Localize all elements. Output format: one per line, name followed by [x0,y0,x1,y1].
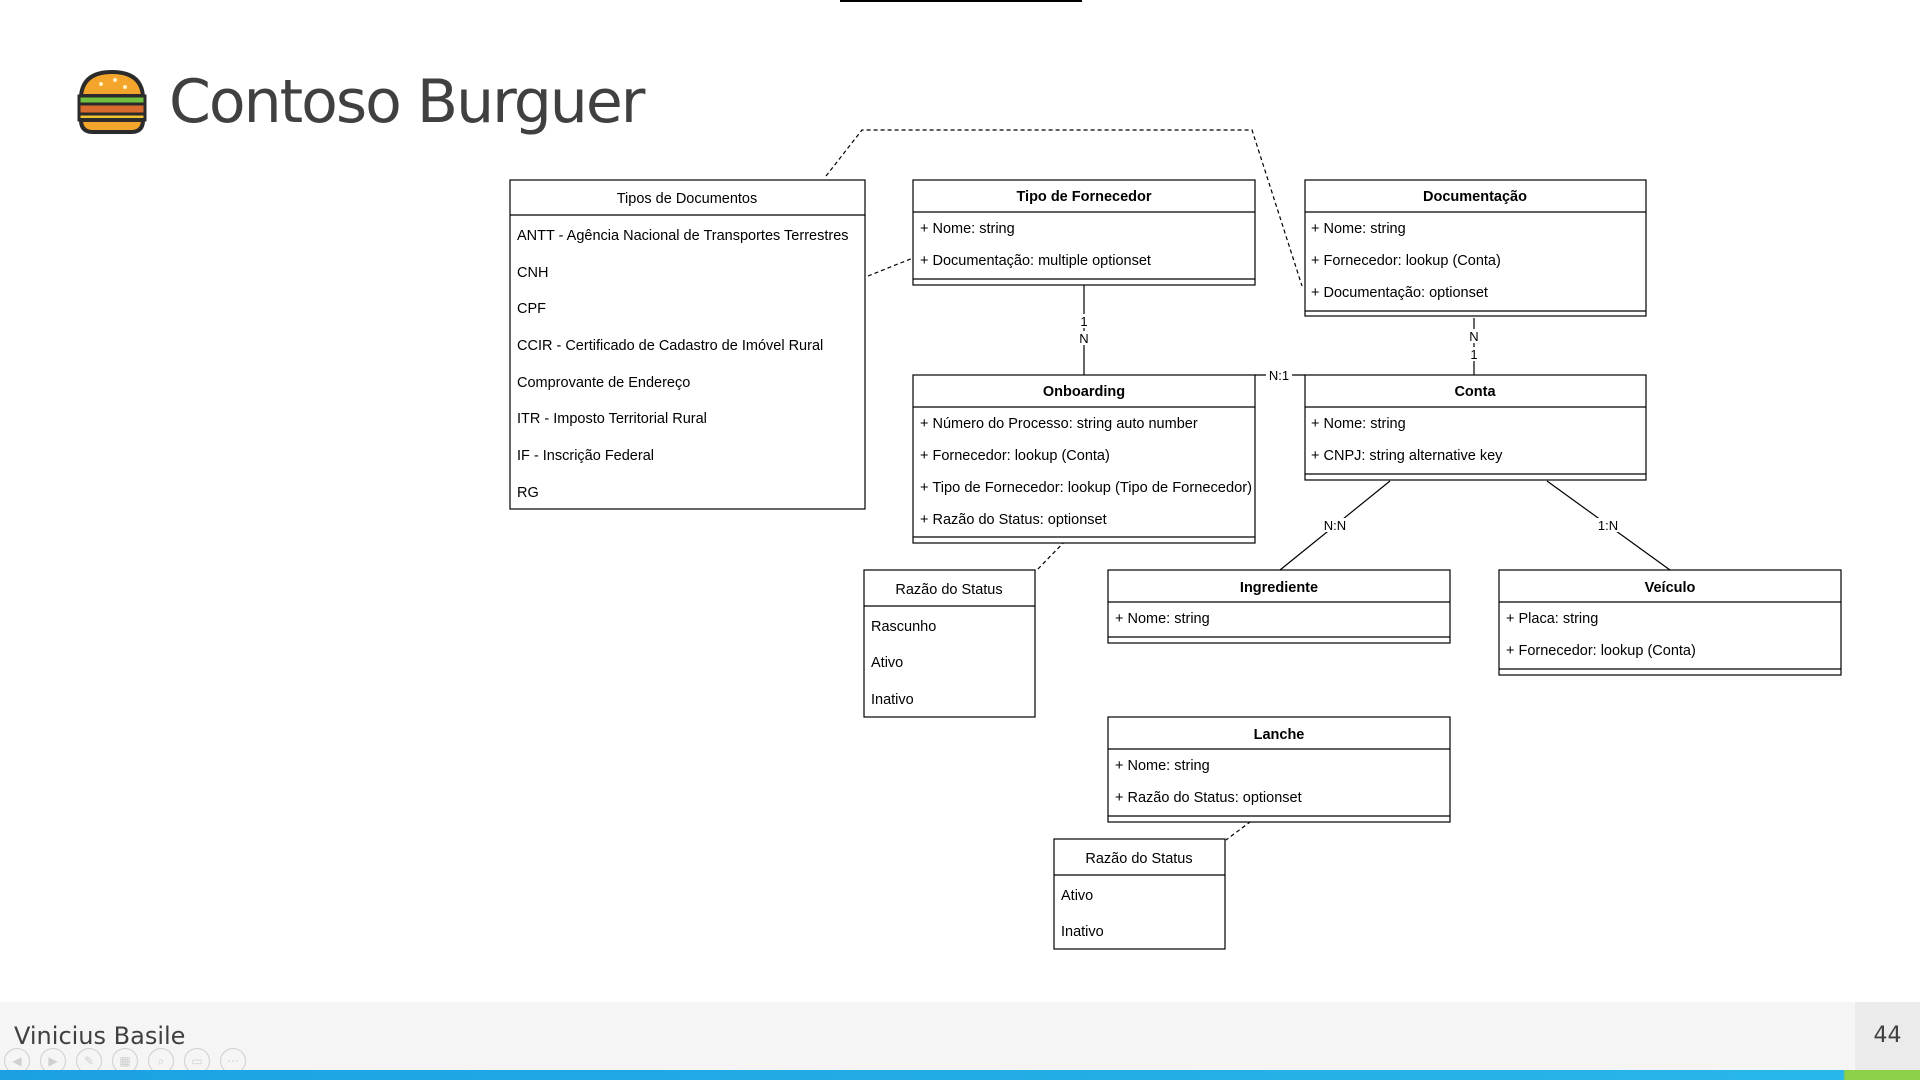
slide-footer: Vinicius Basile 44 [0,1002,1920,1070]
attribute: + Nome: string [1115,611,1210,627]
list-item: Rascunho [871,619,936,635]
slide-header: Contoso Burguer [75,62,645,142]
label-conta-veiculo: 1:N [1598,518,1618,533]
label-documentacao-n: N [1469,329,1478,344]
box-conta: Conta + Nome: string + CNPJ: string alte… [1304,374,1647,481]
box-title: Razão do Status [1085,851,1192,867]
list-item: Comprovante de Endereço [517,375,690,391]
connector-tipos-documentacao [825,129,1303,287]
page-number-box: 44 [1855,1002,1920,1070]
top-rule [840,0,1082,2]
list-item: IF - Inscrição Federal [517,448,654,464]
box-ingrediente: Ingrediente + Nome: string [1107,569,1451,644]
attribute: + Nome: string [1311,221,1406,237]
list-item: CPF [517,301,546,317]
list-item: CNH [517,265,548,281]
attribute: + Nome: string [1311,416,1406,432]
box-razao-status-lanche: Razão do Status Ativo Inativo [1053,838,1226,950]
attribute: + Nome: string [1115,758,1210,774]
attribute: + Nome: string [920,221,1015,237]
box-veiculo: Veículo + Placa: string + Fornecedor: lo… [1498,569,1842,676]
attribute: + Tipo de Fornecedor: lookup (Tipo de Fo… [920,480,1252,496]
list-item: RG [517,485,539,501]
page-number: 44 [1873,1023,1902,1048]
box-documentacao: Documentação + Nome: string + Fornecedor… [1304,179,1647,317]
attribute: + Placa: string [1506,611,1598,627]
label-conta-ingrediente: N:N [1324,518,1346,533]
attribute: + Fornecedor: lookup (Conta) [1506,643,1696,659]
box-title: Veículo [1645,580,1696,596]
attribute: + Número do Processo: string auto number [920,416,1198,432]
connector-tipos-fornecedor [867,257,914,277]
box-lanche: Lanche + Nome: string + Razão do Status:… [1107,716,1451,823]
box-title: Conta [1454,384,1496,400]
box-title: Onboarding [1043,384,1125,400]
box-tipos-documentos: Tipos de Documentos ANTT - Agência Nacio… [509,179,866,510]
attribute: + Fornecedor: lookup (Conta) [920,448,1110,464]
list-item: ANTT - Agência Nacional de Transportes T… [517,228,849,244]
list-item: Ativo [1061,888,1093,904]
box-title: Documentação [1423,189,1527,205]
box-title: Razão do Status [895,582,1002,598]
attribute: + CNPJ: string alternative key [1311,448,1503,464]
label-fornecedor-1: 1 [1080,314,1087,329]
box-title: Tipo de Fornecedor [1016,189,1151,205]
list-item: Ativo [871,655,903,671]
box-title: Ingrediente [1240,580,1318,596]
attribute: + Documentação: optionset [1311,285,1488,301]
attribute: + Documentação: multiple optionset [920,253,1151,269]
box-onboarding: Onboarding + Número do Processo: string … [912,374,1256,544]
box-title: Lanche [1254,727,1305,743]
box-title: Tipos de Documentos [617,191,758,207]
label-conta-1: 1 [1470,347,1477,362]
footer-author: Vinicius Basile [14,1022,186,1050]
attribute: + Fornecedor: lookup (Conta) [1311,253,1501,269]
list-item: ITR - Imposto Territorial Rural [517,411,707,427]
box-tipo-fornecedor: Tipo de Fornecedor + Nome: string + Docu… [912,179,1256,286]
list-item: CCIR - Certificado de Cadastro de Imóvel… [517,338,823,354]
box-razao-status-onboarding: Razão do Status Rascunho Ativo Inativo [863,569,1036,718]
er-diagram: 1 N N 1 N:1 N:N 1:N Tipos de Documentos … [509,129,1842,950]
relation-labels: 1 N N 1 N:1 N:N 1:N [1078,314,1623,533]
label-onboarding-n: N [1079,331,1088,346]
label-onboarding-conta: N:1 [1269,368,1289,383]
list-item: Inativo [1061,924,1104,940]
attribute: + Razão do Status: optionset [1115,790,1302,806]
list-item: Inativo [871,692,914,708]
slide-title: Contoso Burguer [169,67,645,137]
bottom-accent-bar [0,1070,1920,1080]
burger-icon [77,69,147,134]
attribute: + Razão do Status: optionset [920,512,1107,528]
